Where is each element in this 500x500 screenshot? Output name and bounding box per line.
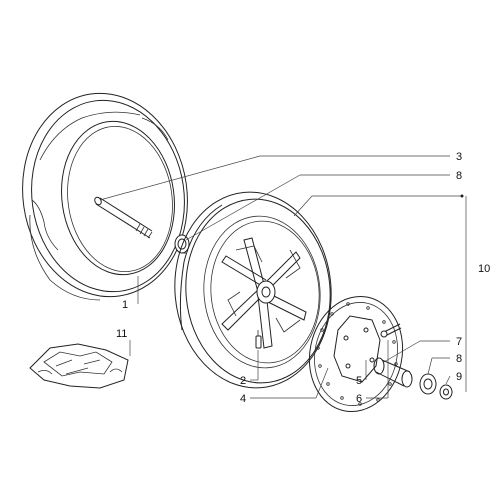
bearing bbox=[174, 234, 190, 254]
leader-lines bbox=[99, 155, 467, 399]
callout-6: 6 bbox=[356, 393, 362, 405]
callout-7: 7 bbox=[456, 336, 462, 348]
brake-disc bbox=[308, 295, 404, 413]
wheel-rim bbox=[174, 191, 332, 389]
disc-holes bbox=[316, 302, 398, 406]
axle bbox=[94, 196, 153, 239]
callout-8-top: 8 bbox=[456, 170, 462, 182]
disc-bolt bbox=[380, 323, 402, 338]
callout-9: 9 bbox=[456, 371, 462, 383]
callout-5: 5 bbox=[356, 375, 362, 387]
tyre bbox=[22, 92, 188, 301]
bearing-right bbox=[419, 373, 437, 395]
callout-8-bottom: 8 bbox=[456, 353, 462, 365]
tyre-repair-kit bbox=[29, 343, 129, 389]
callout-10: 10 bbox=[478, 263, 490, 275]
callout-4: 4 bbox=[240, 393, 246, 405]
callout-1: 1 bbox=[122, 299, 128, 311]
callout-11: 11 bbox=[116, 328, 127, 340]
callout-3: 3 bbox=[456, 151, 462, 163]
valve bbox=[255, 330, 262, 349]
callout-labels: 3 8 10 1 11 2 4 5 6 7 8 9 bbox=[116, 151, 490, 405]
callout-2: 2 bbox=[240, 375, 246, 387]
spacer bbox=[373, 357, 413, 388]
wheel-spokes bbox=[221, 237, 307, 349]
washer bbox=[439, 384, 453, 400]
